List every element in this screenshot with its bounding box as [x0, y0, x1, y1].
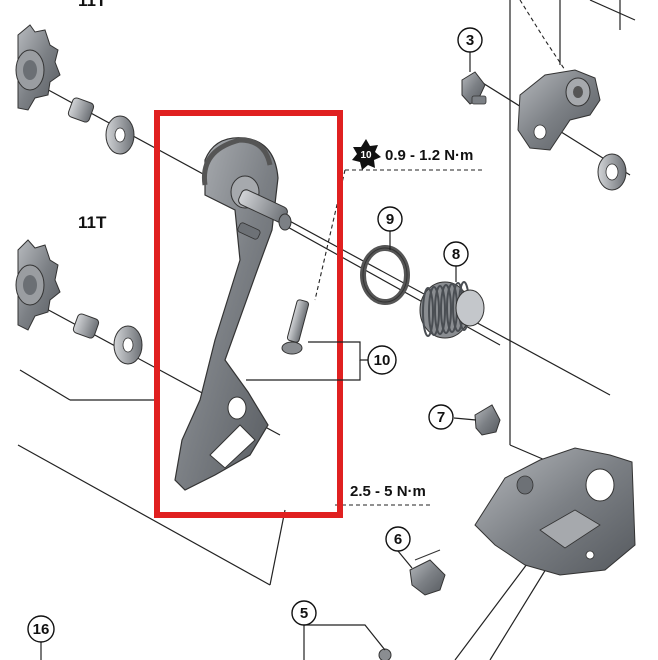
part-6-cover: [409, 549, 446, 596]
b-axle-bracket: [517, 69, 601, 151]
part-9-snap-ring: [360, 245, 410, 305]
upper-pulley-washer: [105, 115, 135, 155]
spring-coil: [434, 285, 446, 335]
callout-leaders: [40, 52, 477, 660]
part-3-bolt: [461, 71, 487, 105]
spring-coil: [428, 286, 440, 336]
torque-value-lower: 2.5 - 5 N·m: [350, 483, 426, 500]
derailleur-body: [474, 447, 636, 576]
lower-pulley-washer: [113, 325, 143, 365]
callout-10: 10: [367, 345, 397, 375]
svg-text:7: 7: [437, 409, 445, 426]
cage-screw: [281, 299, 310, 355]
torque-star-icon: 10: [352, 139, 381, 170]
svg-text:5: 5: [300, 605, 308, 622]
spring-coil: [440, 284, 452, 334]
part-7-cap-nut: [474, 404, 501, 436]
callout-5: 5: [291, 600, 317, 626]
part-8-tension-spring: [419, 281, 485, 339]
lower-pulley-sprocket: [15, 239, 61, 331]
sprocket-mid-label: 11T: [78, 213, 107, 232]
svg-text:16: 16: [33, 621, 50, 638]
callout-3: 3: [457, 27, 483, 53]
part-5-bolt: [378, 648, 392, 660]
callout-7: 7: [428, 404, 454, 430]
svg-text:8: 8: [452, 246, 460, 263]
spring-coil: [422, 287, 434, 337]
torque-spec-upper: 10 0.9 - 1.2 N·m: [352, 139, 473, 170]
sprocket-top-label: 11T: [78, 0, 107, 10]
upper-pulley-sprocket: [15, 24, 61, 111]
svg-text:10: 10: [374, 352, 391, 369]
callout-8: 8: [443, 241, 469, 267]
inner-cage-plate: [174, 137, 292, 491]
highlight-box: [154, 110, 343, 518]
callout-6: 6: [385, 526, 411, 552]
svg-text:6: 6: [394, 531, 402, 548]
torque-spec-lower: 2.5 - 5 N·m: [350, 483, 426, 500]
upper-pulley-bushing: [67, 97, 95, 123]
callout-9: 9: [377, 206, 403, 232]
svg-text:3: 3: [466, 32, 474, 49]
callout-16: 16: [27, 615, 55, 643]
svg-text:9: 9: [386, 211, 394, 228]
bracket-washer: [597, 153, 627, 191]
torque-value-upper: 0.9 - 1.2 N·m: [385, 147, 473, 164]
lower-pulley-bushing: [72, 313, 100, 339]
svg-text:10: 10: [360, 150, 372, 161]
